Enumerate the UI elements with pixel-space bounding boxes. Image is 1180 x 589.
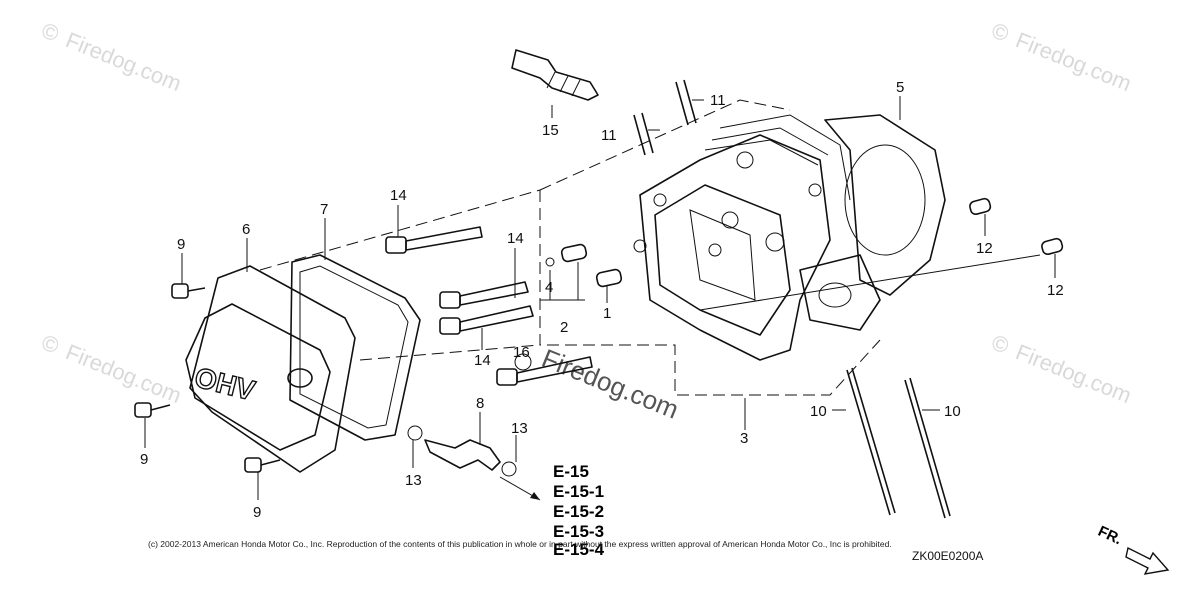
callout-13: 13 [405,472,422,489]
callout-13: 13 [511,420,528,437]
callout-2: 2 [560,319,568,336]
callout-12: 12 [1047,282,1064,299]
clip-ring [545,257,555,267]
watermark-symbol: © [988,17,1012,46]
reference-code: E-15-3 [553,522,604,541]
callout-7: 7 [320,201,328,218]
reference-code: E-15 [553,462,589,481]
watermark-symbol: © [38,329,62,358]
cylinder-head [633,114,881,361]
stud-bolt [675,79,697,126]
head-bolt [496,356,593,386]
callout-14: 14 [474,352,491,369]
reference-code: E-15-1 [553,482,604,501]
callout-12: 12 [976,240,993,257]
valve-guide [560,243,588,263]
watermark-text: Firedog.com [62,27,185,96]
spark-plug [511,49,599,101]
callout-9: 9 [253,504,261,521]
callout-14: 14 [507,230,524,247]
head-bolt [385,226,483,254]
callout-8: 8 [476,395,484,412]
cover-bolt [244,457,281,473]
head-cover: OHV [185,265,356,473]
reference-arrow [499,476,541,501]
assembly-dashed-outline [259,99,881,396]
callout-6: 6 [242,221,250,238]
head-gasket [824,114,946,296]
diagram-code: ZK00E0200A [912,549,983,563]
tube-clamp [407,353,532,477]
callout-3: 3 [740,430,748,447]
valve-guide [595,268,623,288]
push-rod [904,377,951,519]
watermark-text: Firedog.com [1012,27,1135,96]
callout-16: 16 [513,344,530,361]
head-cover-gasket [289,254,421,441]
callout-11: 11 [601,127,617,144]
breather-tube [424,439,501,471]
callout-14: 14 [390,187,407,204]
cover-bolt [134,402,171,418]
dowel-pin [1041,237,1064,256]
reference-code: E-15-2 [553,502,604,521]
front-arrow-icon [1125,546,1170,575]
callout-4: 4 [545,279,553,296]
callout-9: 9 [177,236,185,253]
dowel-pin [969,197,992,216]
watermark-symbol: © [988,329,1012,358]
stud-bolt [633,112,654,156]
callout-15: 15 [542,122,559,139]
head-bolt [439,305,534,335]
watermark-center-text: Firedog.com [538,343,683,425]
reference-code: E-15-4 [553,540,605,559]
leader-lines [144,96,1056,500]
copyright-notice: (c) 2002-2013 American Honda Motor Co., … [148,539,892,549]
front-direction-indicator: FR. [1095,523,1170,575]
head-bolt [439,281,529,309]
callout-11: 11 [710,92,726,109]
watermark-text: Firedog.com [1012,339,1135,408]
callout-5: 5 [896,79,904,96]
callout-10: 10 [944,403,961,420]
callout-10: 10 [810,403,827,420]
callout-9: 9 [140,451,148,468]
watermark-text: Firedog.com [62,339,185,408]
front-label: FR. [1095,523,1124,549]
callout-numbers: 1 2 3 4 5 6 7 8 9 9 9 10 10 11 11 12 12 … [140,79,1064,521]
reference-list: E-15 E-15-1 E-15-2 E-15-3 E-15-4 [553,462,605,559]
push-rod [846,367,896,516]
watermark-symbol: © [38,17,62,46]
callout-1: 1 [603,305,611,322]
cover-bolt [171,283,206,299]
